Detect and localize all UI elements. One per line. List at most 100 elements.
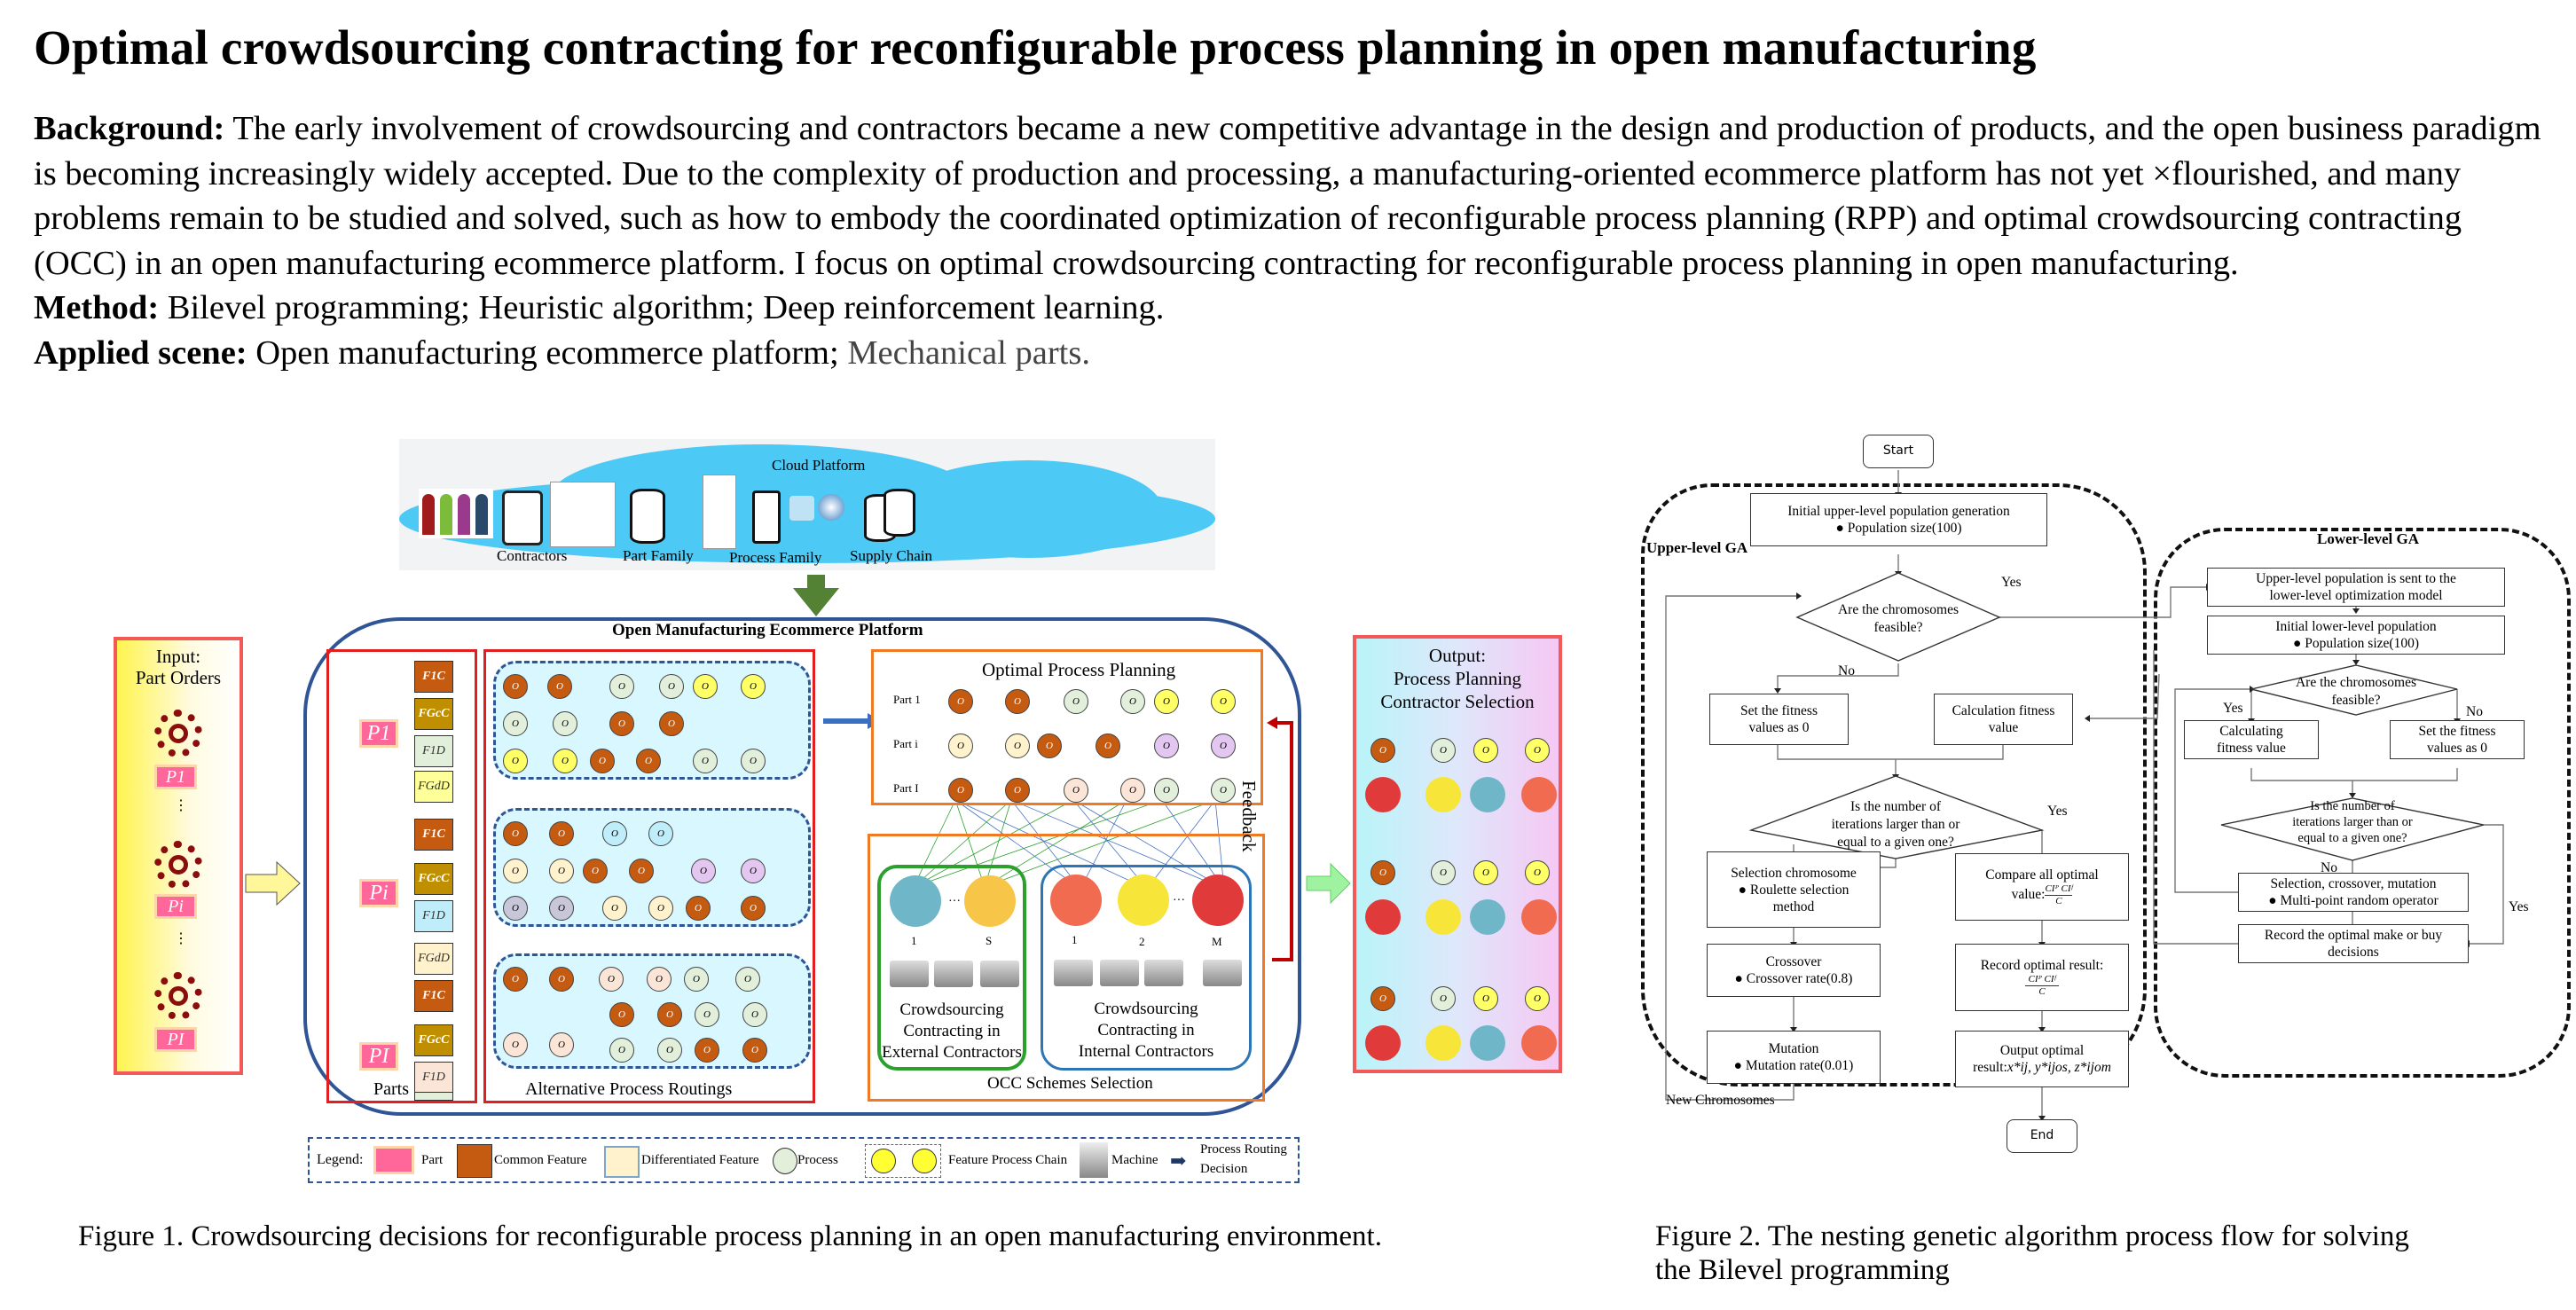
- ellipsis: ⋮: [174, 798, 188, 813]
- process-node: O: [648, 821, 673, 846]
- output-title: Output: Process Planning Contractor Sele…: [1356, 644, 1559, 713]
- differentiated-feature-box: F1D: [414, 900, 453, 932]
- bullet-text: Population size(100): [2305, 636, 2419, 651]
- factory-icon: [890, 875, 941, 927]
- q-line: equal to a given one?: [1837, 835, 1954, 850]
- legend-item: Common Feature: [494, 1153, 587, 1167]
- process-node: O: [695, 1038, 719, 1063]
- process-node: O: [1154, 778, 1179, 803]
- process-node: O: [684, 967, 709, 992]
- process-node: O: [659, 674, 684, 699]
- computer-icon: [789, 496, 814, 521]
- factory-icon: [1118, 875, 1169, 926]
- formula-numerator: CIᴾ CIᶠ: [2024, 974, 2060, 986]
- method-text: Bilevel programming; Heuristic algorithm…: [167, 289, 1165, 326]
- yes-label: Yes: [2047, 804, 2068, 819]
- box-text: Selection chromosome: [1731, 865, 1857, 881]
- alternative-routings-panel: O O O O O O O O O O O O O O O O O O O O …: [483, 649, 815, 1103]
- process-node: O: [636, 749, 661, 773]
- q-line: iterations larger than or: [2292, 815, 2413, 829]
- routings-label: Alternative Process Routings: [525, 1079, 733, 1099]
- background-label: Background:: [34, 110, 225, 147]
- contractor-number: 1: [1072, 933, 1078, 946]
- process-node: O: [553, 711, 577, 736]
- machine-icon: [1100, 960, 1139, 986]
- process-node: O: [691, 859, 716, 883]
- feedback-arrow-head-icon: [1267, 717, 1277, 729]
- legend-item: Decision: [1200, 1162, 1248, 1176]
- page-title: Optimal crowdsourcing contracting for re…: [34, 20, 2037, 75]
- process-node: O: [1473, 738, 1498, 763]
- process-node: O: [1370, 860, 1395, 885]
- method-paragraph: Method: Bilevel programming; Heuristic a…: [34, 286, 2553, 331]
- ellipsis: ···: [948, 895, 961, 908]
- process-node: O: [657, 1002, 682, 1027]
- bullet-text: Population size(100): [1847, 521, 1962, 536]
- ellipsis: ···: [1173, 894, 1185, 907]
- output-title-line: Process Planning: [1393, 668, 1522, 689]
- routing-group: O O O O O O O O O O O O O O O O: [493, 808, 811, 927]
- process-node: O: [1473, 986, 1498, 1011]
- external-contractors-group: ··· 1 S Crowdsourcing Contracting in Ext…: [877, 865, 1026, 1071]
- machine-icon: [890, 961, 929, 987]
- process-node: O: [1211, 733, 1236, 758]
- part-badge: P1: [359, 719, 398, 748]
- internal-contractors-group: ··· 1 2 M Crowdsourcing Contracting in I…: [1041, 865, 1252, 1071]
- process-node: O: [503, 1032, 528, 1057]
- process-node: O: [741, 749, 766, 773]
- box-text: Crossover: [1765, 954, 1822, 969]
- q-line: Is the number of: [2310, 799, 2395, 813]
- server-icon: [502, 490, 543, 545]
- part-badge: PI: [154, 1027, 197, 1052]
- parts-label: Parts: [373, 1079, 409, 1099]
- legend-chain-swatch: [865, 1144, 941, 1178]
- differentiated-feature-box: F1D: [414, 1062, 453, 1094]
- process-node: O: [1525, 738, 1550, 763]
- process-node: O: [609, 1002, 634, 1027]
- process-node: O: [948, 778, 973, 803]
- legend-machine-icon: [1080, 1142, 1108, 1178]
- upper-mutation-box: Mutation ● Mutation rate(0.01): [1707, 1031, 1881, 1084]
- lower-init-box: Initial lower-level population ● Populat…: [2207, 616, 2505, 655]
- process-node: O: [1473, 860, 1498, 885]
- legend-item: Machine: [1111, 1153, 1158, 1167]
- process-node: O: [1037, 733, 1062, 758]
- globe-icon: [818, 494, 844, 521]
- process-node: O: [1005, 689, 1030, 714]
- lower-feasible-question: Are the chromosomes feasible?: [2276, 674, 2436, 710]
- process-node: O: [609, 711, 634, 736]
- part-badge: Pi: [359, 879, 398, 907]
- process-node: O: [695, 1002, 719, 1027]
- box-text: Compare all optimal: [1985, 867, 2099, 882]
- process-node: O: [1064, 689, 1088, 714]
- contractor-number: 1: [911, 934, 917, 947]
- box-bullet: ● Crossover rate(0.8): [1734, 971, 1853, 986]
- lower-iteration-question: Is the number of iterations larger than …: [2271, 798, 2434, 846]
- input-title-line: Input:: [155, 646, 201, 667]
- formula-denominator: C: [2038, 986, 2046, 997]
- box-text: method: [1772, 898, 1815, 914]
- process-node: O: [1431, 860, 1456, 885]
- upper-feasible-diamond: [1795, 572, 2001, 662]
- title-line: External Contractors: [882, 1043, 1022, 1062]
- process-node: O: [503, 711, 528, 736]
- process-node: O: [602, 821, 627, 846]
- process-node: O: [1064, 778, 1088, 803]
- common-feature-box: F1C: [414, 661, 453, 693]
- background-text: The early involvement of crowdsourcing a…: [34, 110, 2541, 282]
- part-row-label: Part I: [893, 781, 919, 795]
- process-node: O: [503, 967, 528, 992]
- bullet-text: Multi-point random operator: [2280, 893, 2439, 908]
- parts-panel: P1 Pi PI F1C FGcC F1D FGdD F1C FGcC F1D …: [326, 649, 477, 1103]
- applied-label: Applied scene:: [34, 333, 247, 372]
- end-terminal: End: [2007, 1119, 2077, 1153]
- process-node: O: [1154, 733, 1179, 758]
- process-node: O: [657, 1038, 682, 1063]
- legend-item: Process Routing: [1200, 1142, 1287, 1157]
- output-variables: x*ij, y*ijos, z*ijom: [2007, 1060, 2111, 1075]
- new-chromosomes-label: New Chromosomes: [1666, 1093, 1775, 1108]
- process-node: O: [1525, 986, 1550, 1011]
- legend-common-swatch: [457, 1144, 492, 1178]
